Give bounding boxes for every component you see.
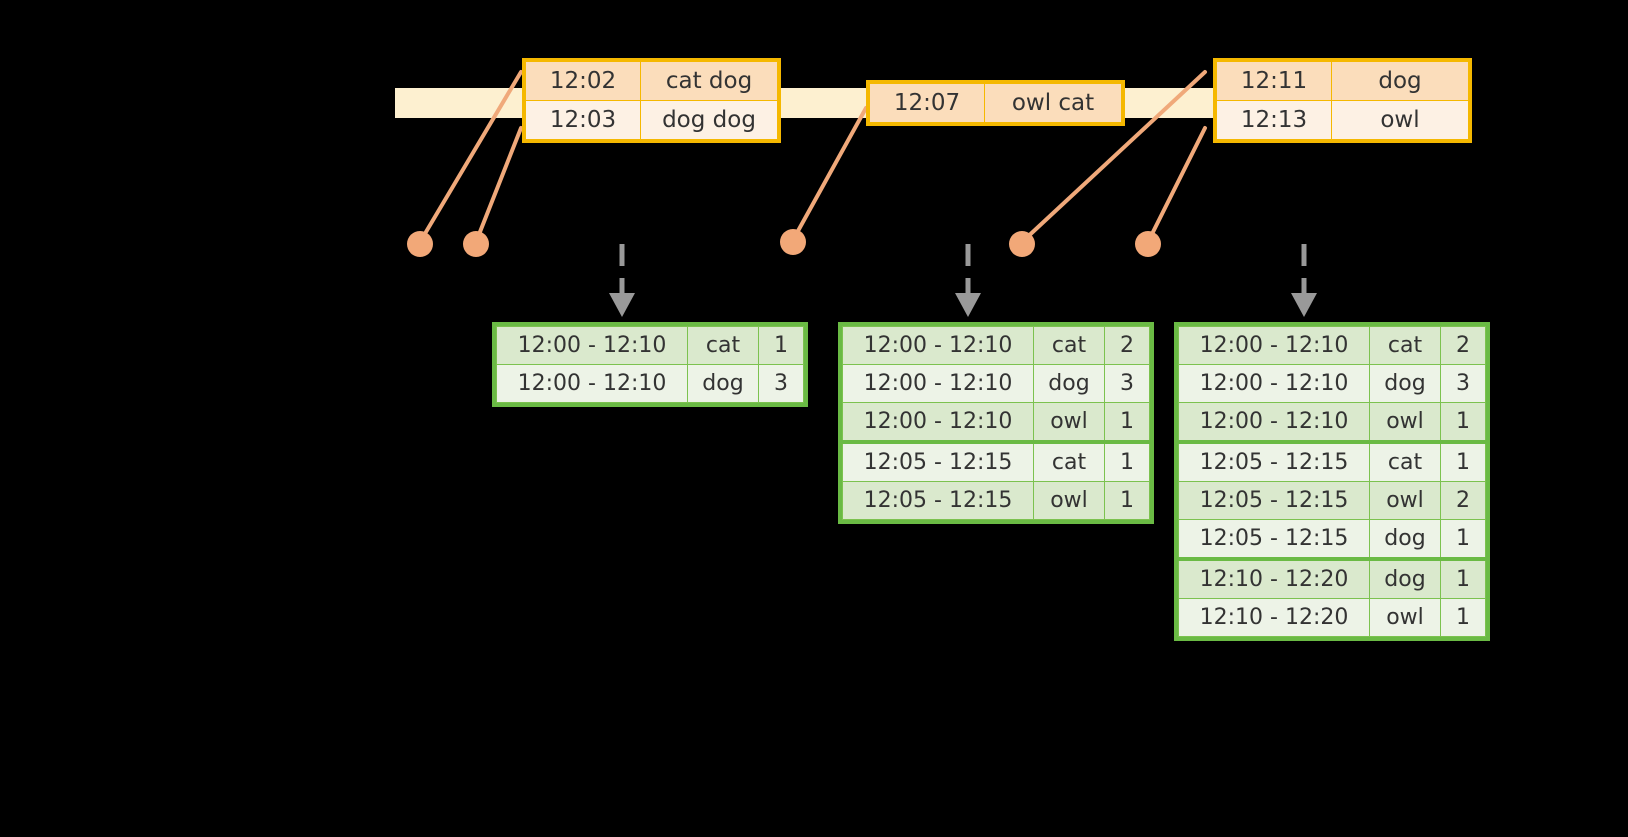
result-arrows [609, 244, 1317, 317]
event-time: 12:13 [1216, 100, 1332, 140]
event-value: owl cat [984, 83, 1122, 123]
result-window: 12:00 - 12:10 [1178, 326, 1370, 365]
result-count: 2 [1440, 481, 1486, 520]
result-key: owl [1033, 481, 1105, 520]
result-key: dog [1369, 364, 1441, 403]
result-count: 3 [1440, 364, 1486, 403]
event-table: 12:11 dog 12:13 owl [1216, 61, 1469, 140]
result-key: cat [687, 326, 759, 365]
event-marker-dot [463, 231, 489, 257]
event-marker-dot [1135, 231, 1161, 257]
result-window: 12:00 - 12:10 [496, 364, 688, 403]
event-group-2[interactable]: 12:07 owl cat [866, 80, 1125, 126]
result-count: 1 [1104, 441, 1150, 482]
event-value: dog [1331, 61, 1469, 101]
result-window: 12:00 - 12:10 [842, 402, 1034, 444]
result-key: owl [1369, 481, 1441, 520]
result-key: cat [1033, 326, 1105, 365]
result-window: 12:05 - 12:15 [842, 481, 1034, 520]
result-arrow-3 [1291, 244, 1317, 317]
result-key: dog [1369, 558, 1441, 599]
result-key: dog [687, 364, 759, 403]
result-window: 12:00 - 12:10 [842, 326, 1034, 365]
result-window: 12:05 - 12:15 [1178, 441, 1370, 482]
event-row[interactable]: 12:13 owl [1216, 100, 1469, 140]
result-window: 12:10 - 12:20 [1178, 558, 1370, 599]
event-time: 12:07 [869, 83, 985, 123]
result-key: dog [1033, 364, 1105, 403]
result-key: cat [1369, 441, 1441, 482]
event-marker-dot [1009, 231, 1035, 257]
result-window: 12:00 - 12:10 [1178, 402, 1370, 444]
result-count: 1 [758, 326, 804, 365]
event-marker-dot [780, 229, 806, 255]
result-window: 12:05 - 12:15 [1178, 481, 1370, 520]
result-count: 1 [1104, 481, 1150, 520]
result-count: 1 [1104, 402, 1150, 444]
result-key: owl [1369, 402, 1441, 444]
result-arrow-2 [955, 244, 981, 317]
event-row[interactable]: 12:03 dog dog [525, 100, 778, 140]
result-arrow-1 [609, 244, 635, 317]
result-key: cat [1033, 441, 1105, 482]
result-window: 12:10 - 12:20 [1178, 598, 1370, 637]
result-window: 12:00 - 12:10 [1178, 364, 1370, 403]
result-count: 1 [1440, 519, 1486, 561]
result-count: 1 [1440, 402, 1486, 444]
result-count: 1 [1440, 558, 1486, 599]
event-value: cat dog [640, 61, 778, 101]
event-group-3[interactable]: 12:11 dog 12:13 owl [1213, 58, 1472, 143]
result-window: 12:05 - 12:15 [1178, 519, 1370, 561]
result-count: 2 [1440, 326, 1486, 365]
event-value: dog dog [640, 100, 778, 140]
result-window: 12:05 - 12:15 [842, 441, 1034, 482]
event-table: 12:07 owl cat [869, 83, 1122, 123]
event-table: 12:02 cat dog 12:03 dog dog [525, 61, 778, 140]
result-count: 1 [1440, 598, 1486, 637]
result-key: cat [1369, 326, 1441, 365]
event-group-1[interactable]: 12:02 cat dog 12:03 dog dog [522, 58, 781, 143]
result-key: dog [1369, 519, 1441, 561]
event-value: owl [1331, 100, 1469, 140]
event-marker-dot [407, 231, 433, 257]
event-row[interactable]: 12:07 owl cat [869, 83, 1122, 123]
event-row[interactable]: 12:02 cat dog [525, 61, 778, 101]
result-key: owl [1369, 598, 1441, 637]
event-time: 12:03 [525, 100, 641, 140]
result-key: owl [1033, 402, 1105, 444]
event-markers [407, 229, 1161, 257]
event-row[interactable]: 12:11 dog [1216, 61, 1469, 101]
result-count: 1 [1440, 441, 1486, 482]
event-time: 12:02 [525, 61, 641, 101]
result-count: 3 [1104, 364, 1150, 403]
result-window: 12:00 - 12:10 [496, 326, 688, 365]
result-window: 12:00 - 12:10 [842, 364, 1034, 403]
result-count: 2 [1104, 326, 1150, 365]
event-time: 12:11 [1216, 61, 1332, 101]
result-count: 3 [758, 364, 804, 403]
